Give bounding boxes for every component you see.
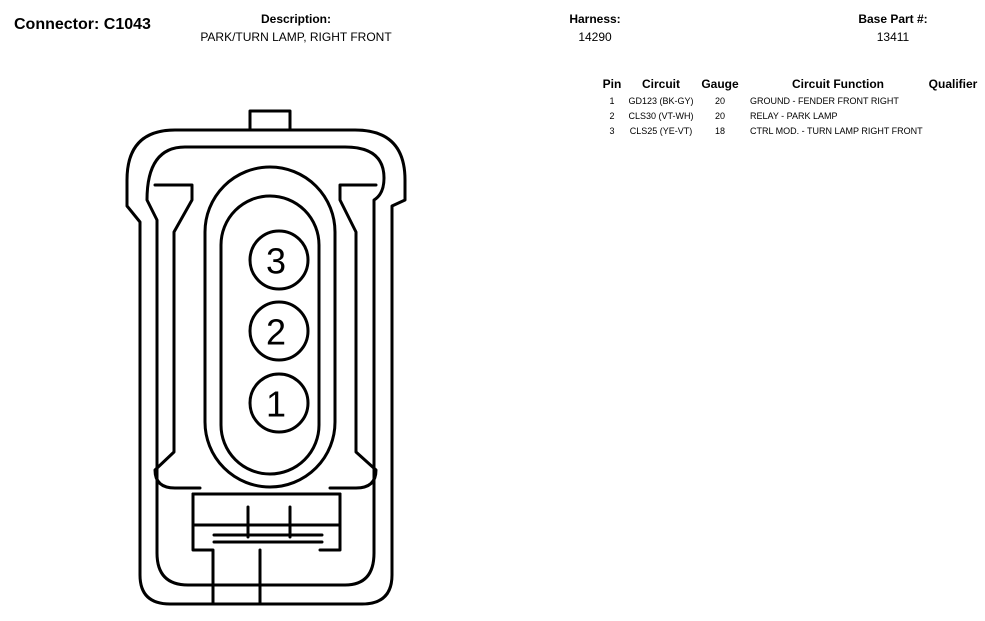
pin-table-header: Pin Circuit Gauge Circuit Function Quali… — [596, 76, 980, 93]
base-part-label: Base Part #: — [858, 12, 928, 26]
lock-frame-left — [191, 492, 215, 606]
lock-bar — [212, 533, 324, 544]
cavity-wall-right — [328, 183, 378, 490]
function-cell: CTRL MOD. - TURN LAMP RIGHT FRONT — [750, 125, 923, 136]
pin-table: Pin Circuit Gauge Circuit Function Quali… — [596, 76, 980, 138]
latch-tab — [248, 109, 292, 132]
function-cell: GROUND - FENDER FRONT RIGHT — [750, 95, 899, 106]
harness-value: 14290 — [578, 30, 612, 44]
pin-3-circle — [248, 229, 310, 291]
table-row: 1 GD123 (BK-GY) 20 GROUND - FENDER FRONT… — [596, 93, 980, 108]
pin-label: 1 — [266, 384, 286, 425]
lock-frame-right — [318, 492, 342, 552]
pin-cell: 1 — [609, 95, 615, 106]
circuit-cell: GD123 (BK-GY) — [628, 95, 694, 106]
gauge-cell: 20 — [714, 110, 725, 121]
pin-cell: 2 — [609, 110, 615, 121]
description-label: Description: — [260, 12, 331, 26]
pin-1-circle — [248, 372, 310, 434]
pin-label: 2 — [266, 312, 286, 353]
table-row: 3 CLS25 (YE-VT) 18 CTRL MOD. - TURN LAMP… — [596, 123, 980, 138]
pin-insert-inner — [219, 194, 321, 476]
gauge-cell: 20 — [714, 95, 725, 106]
col-pin-header: Pin — [602, 76, 622, 91]
col-function-header: Circuit Function — [792, 76, 884, 91]
gauge-cell: 18 — [714, 125, 725, 136]
housing-inner-wall — [145, 145, 386, 587]
pin-cell: 3 — [609, 125, 615, 136]
circuit-cell: CLS30 (VT-WH) — [628, 110, 694, 121]
pin-label: 3 — [266, 241, 286, 282]
col-gauge-header: Gauge — [701, 76, 739, 91]
pin-insert-outer — [203, 165, 337, 489]
circuit-cell: CLS25 (YE-VT) — [629, 125, 693, 136]
base-part-value: 13411 — [876, 30, 910, 44]
table-row: 2 CLS30 (VT-WH) 20 RELAY - PARK LAMP — [596, 108, 980, 123]
function-cell: RELAY - PARK LAMP — [750, 110, 838, 121]
harness-label: Harness: — [569, 12, 621, 26]
pin-2-circle — [248, 300, 310, 362]
housing-outline — [125, 128, 407, 606]
cavity-wall-left — [153, 183, 202, 490]
connector-title: Connector: C1043 — [14, 16, 151, 33]
col-qualifier-header: Qualifier — [928, 76, 978, 91]
description-value: PARK/TURN LAMP, RIGHT FRONT — [200, 30, 392, 44]
col-circuit-header: Circuit — [641, 76, 680, 91]
